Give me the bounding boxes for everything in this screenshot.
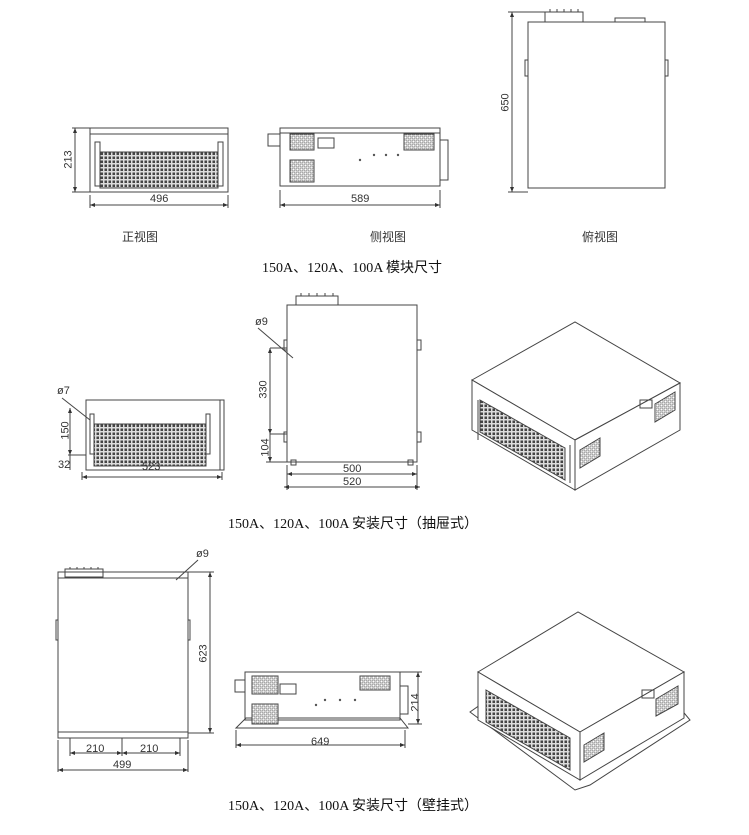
drawer-top-hole-diameter: ø9: [255, 316, 268, 328]
wall-mount-top-view: [55, 559, 214, 772]
drawer-upper-spacing: 330: [257, 380, 270, 399]
drawer-top-view: [257, 293, 422, 490]
wall-mount-isometric-view: [469, 611, 691, 791]
module-front-view: [72, 127, 229, 208]
wall-spacing-left: 210: [86, 743, 105, 755]
wall-side-height: 214: [409, 693, 422, 712]
wall-hole-diameter: ø9: [196, 548, 209, 560]
top-depth-dimension: 650: [499, 93, 512, 112]
drawer-inner-width: 500: [343, 463, 362, 475]
side-depth-dimension: 589: [351, 193, 370, 205]
drawer-height-dimension: 150: [59, 421, 72, 440]
drawer-isometric-view: [470, 321, 682, 491]
mounting-points: [314, 153, 400, 707]
drawer-bottom-offset: 32: [58, 459, 71, 471]
wall-spacing-right: 210: [140, 743, 159, 755]
module-size-title: 150A、120A、100A 模块尺寸: [262, 261, 443, 276]
drawer-width-dimension: 523: [142, 461, 161, 473]
top-view-caption: 俯视图: [582, 230, 619, 244]
wall-mount-side-view: [234, 671, 422, 748]
wall-side-depth: 649: [311, 736, 330, 748]
drawer-front-view: [61, 397, 225, 480]
front-view-caption: 正视图: [122, 230, 159, 244]
module-side-view: [267, 127, 449, 208]
module-top-view: [508, 9, 669, 193]
drawer-lower-spacing: 104: [259, 438, 272, 457]
drawer-outer-width: 520: [343, 476, 362, 488]
drawer-install-title: 150A、120A、100A 安装尺寸（抽屉式）: [228, 517, 479, 532]
side-view-caption: 侧视图: [370, 230, 407, 244]
wall-width-dimension: 499: [113, 759, 132, 771]
wall-depth-dimension: 623: [197, 644, 210, 663]
drawer-hole-diameter: ø7: [57, 385, 70, 397]
front-height-dimension: 213: [62, 150, 75, 169]
front-width-dimension: 496: [150, 193, 169, 205]
wall-install-title: 150A、120A、100A 安装尺寸（壁挂式）: [228, 799, 479, 814]
